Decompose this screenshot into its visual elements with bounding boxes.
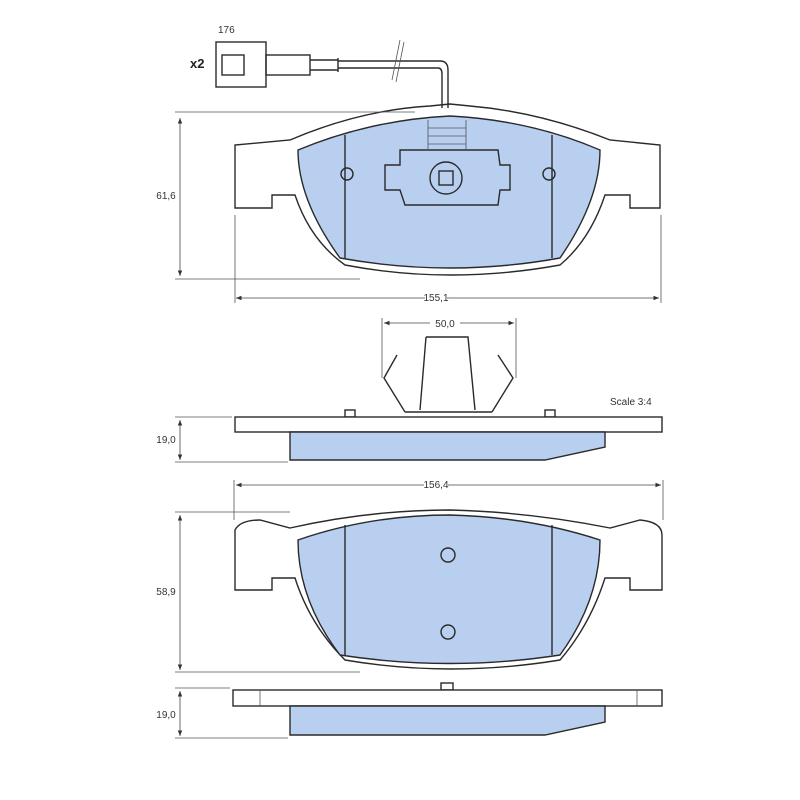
clip-width-label: 50,0 bbox=[435, 319, 455, 330]
sensor-length-label: 176 bbox=[218, 25, 235, 36]
side-view-1: 50,0 Scale 3:4 19,0 bbox=[156, 317, 663, 463]
wear-sensor: 176 x2 bbox=[190, 25, 449, 108]
bottom-pad-width-label: 156,4 bbox=[423, 480, 448, 491]
side-view-1-thickness-label: 19,0 bbox=[156, 435, 176, 446]
top-pad-front-view: 61,6 155,1 bbox=[156, 103, 662, 304]
top-pad-height-label: 61,6 bbox=[156, 191, 176, 202]
bottom-pad-height-label: 58,9 bbox=[156, 587, 176, 598]
scale-label: Scale 3:4 bbox=[610, 397, 652, 408]
bottom-pad-front-view: 156,4 58,9 bbox=[156, 478, 664, 673]
top-pad-width-label: 155,1 bbox=[423, 293, 448, 304]
side-view-2-thickness-label: 19,0 bbox=[156, 710, 176, 721]
side-view-2: 19,0 bbox=[156, 682, 663, 739]
sensor-quantity-label: x2 bbox=[190, 56, 204, 71]
